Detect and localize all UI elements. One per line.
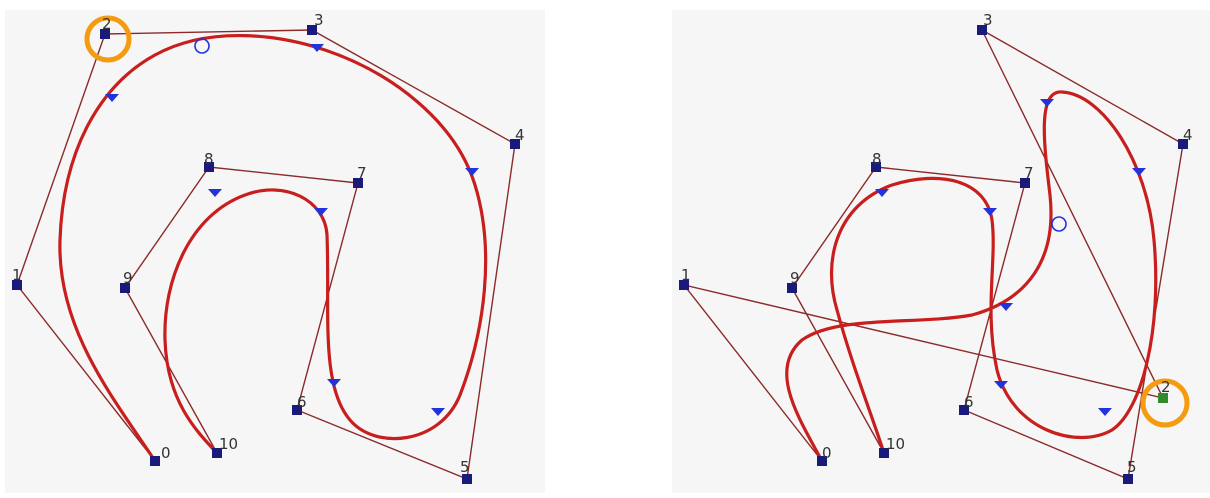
svg-text:3: 3 <box>314 11 324 29</box>
control-point-5[interactable]: 5 <box>1123 458 1137 484</box>
control-point-1[interactable]: 1 <box>679 266 691 290</box>
svg-text:6: 6 <box>964 393 974 411</box>
control-point-9[interactable]: 9 <box>787 269 800 293</box>
svg-text:8: 8 <box>872 150 882 168</box>
control-point-4[interactable]: 4 <box>1178 126 1193 149</box>
parameter-marker <box>1051 216 1067 232</box>
right-curve-canvas: 0 1 2 3 4 5 6 7 8 9 10 <box>679 11 1193 484</box>
tangent-markers <box>105 44 479 416</box>
svg-text:0: 0 <box>161 444 171 462</box>
svg-text:4: 4 <box>515 126 525 144</box>
control-point-10[interactable]: 10 <box>212 435 238 458</box>
svg-text:9: 9 <box>790 269 800 287</box>
svg-text:1: 1 <box>681 266 691 284</box>
control-point-3[interactable]: 3 <box>977 11 993 35</box>
tangent-marker <box>1132 168 1146 176</box>
svg-text:3: 3 <box>983 11 993 29</box>
tangent-markers <box>875 99 1146 416</box>
control-point-2[interactable]: 2 <box>1158 378 1171 403</box>
tangent-marker <box>465 168 479 176</box>
tangent-marker <box>875 189 889 197</box>
left-curve-panel: 0 1 2 3 4 5 6 7 8 9 10 <box>5 10 545 493</box>
control-point-6[interactable]: 6 <box>292 393 307 415</box>
control-point-10[interactable]: 10 <box>879 435 905 458</box>
control-point-7[interactable]: 7 <box>353 164 367 188</box>
control-point-0[interactable]: 0 <box>817 444 832 466</box>
control-point-0[interactable]: 0 <box>150 444 171 466</box>
svg-text:2: 2 <box>102 15 112 33</box>
highlight-circle <box>84 15 132 63</box>
tangent-marker <box>208 189 222 197</box>
control-points[interactable]: 0 1 2 3 4 5 6 7 8 9 10 <box>679 11 1193 484</box>
control-point-1[interactable]: 1 <box>12 266 22 290</box>
control-point-6[interactable]: 6 <box>959 393 974 415</box>
spline-curve[interactable] <box>785 90 1158 463</box>
spline-curve[interactable] <box>58 34 488 463</box>
svg-text:6: 6 <box>297 393 307 411</box>
control-point-8[interactable]: 8 <box>204 150 214 172</box>
svg-text:10: 10 <box>886 435 905 453</box>
parameter-marker <box>194 38 210 54</box>
tangent-marker <box>310 44 324 52</box>
left-curve-canvas: 0 1 2 3 4 5 6 7 8 9 10 <box>12 11 525 484</box>
svg-text:5: 5 <box>1127 458 1137 476</box>
svg-text:2: 2 <box>1161 378 1171 396</box>
svg-text:10: 10 <box>219 435 238 453</box>
tangent-marker <box>999 303 1013 311</box>
right-curve-panel: 0 1 2 3 4 5 6 7 8 9 10 <box>672 10 1210 493</box>
tangent-marker <box>994 381 1008 389</box>
control-point-4[interactable]: 4 <box>510 126 525 149</box>
svg-text:5: 5 <box>460 458 470 476</box>
svg-text:8: 8 <box>204 150 214 168</box>
control-point-9[interactable]: 9 <box>120 269 133 293</box>
tangent-marker <box>327 379 341 387</box>
svg-text:0: 0 <box>822 444 832 462</box>
tangent-marker <box>1040 99 1054 107</box>
highlight-circle <box>1140 378 1190 428</box>
tangent-marker <box>431 408 445 416</box>
svg-text:9: 9 <box>123 269 133 287</box>
tangent-marker <box>983 208 997 216</box>
tangent-marker <box>105 94 119 102</box>
svg-text:1: 1 <box>12 266 22 284</box>
control-point-7[interactable]: 7 <box>1020 164 1034 188</box>
control-point-5[interactable]: 5 <box>460 458 472 484</box>
control-points[interactable]: 0 1 2 3 4 5 6 7 8 9 10 <box>12 11 525 484</box>
svg-text:4: 4 <box>1183 126 1193 144</box>
svg-text:7: 7 <box>357 164 367 182</box>
control-point-8[interactable]: 8 <box>871 150 882 172</box>
tangent-marker <box>1098 408 1112 416</box>
control-point-3[interactable]: 3 <box>307 11 324 35</box>
svg-text:7: 7 <box>1024 164 1034 182</box>
control-point-2[interactable]: 2 <box>100 15 112 39</box>
tangent-marker <box>314 208 328 216</box>
